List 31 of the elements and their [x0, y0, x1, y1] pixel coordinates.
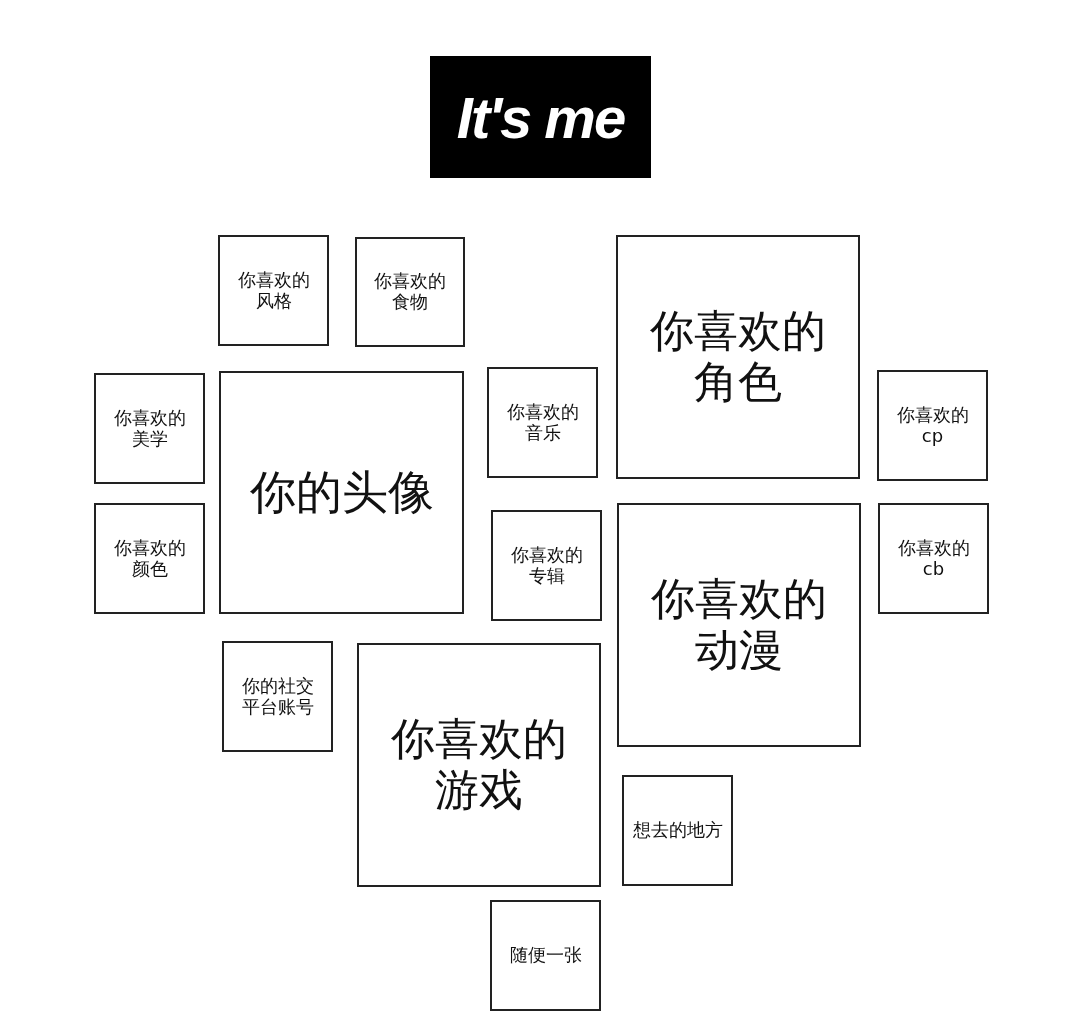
frame-caption: 你的社交平台账号	[240, 675, 315, 718]
frame-caption: 你喜欢的角色	[649, 306, 827, 408]
photo-frame	[622, 775, 733, 886]
photo-frame	[357, 643, 601, 887]
frame-caption: 你喜欢的动漫	[650, 574, 828, 676]
photo-frame	[878, 503, 989, 614]
photo-frame	[355, 237, 465, 347]
photo-frame	[617, 503, 861, 747]
frame-caption: 你喜欢的cb	[896, 537, 971, 580]
photo-frame	[94, 373, 205, 484]
frame-caption: 你喜欢的美学	[112, 407, 187, 450]
photo-frame	[877, 370, 988, 481]
frame-caption: 你喜欢的专辑	[509, 544, 584, 587]
title-banner: It's me	[430, 56, 651, 178]
frame-caption: 想去的地方	[631, 820, 724, 841]
frame-caption: 你喜欢的风格	[236, 269, 311, 312]
photo-frame	[487, 367, 598, 478]
photo-frame	[218, 235, 329, 346]
frame-caption: 你喜欢的游戏	[390, 714, 568, 816]
photo-frame	[616, 235, 860, 479]
photo-frame	[94, 503, 205, 614]
frame-caption: 你的头像	[248, 466, 435, 519]
photo-frame	[491, 510, 602, 621]
frame-caption: 你喜欢的食物	[373, 271, 447, 313]
photo-frame	[219, 371, 464, 614]
frame-caption: 你喜欢的音乐	[505, 401, 580, 444]
frame-caption: 你喜欢的cp	[895, 404, 970, 447]
photo-frame	[490, 900, 601, 1011]
frame-caption: 随便一张	[508, 945, 583, 966]
frame-caption: 你喜欢的颜色	[112, 537, 187, 580]
photo-frame	[222, 641, 333, 752]
